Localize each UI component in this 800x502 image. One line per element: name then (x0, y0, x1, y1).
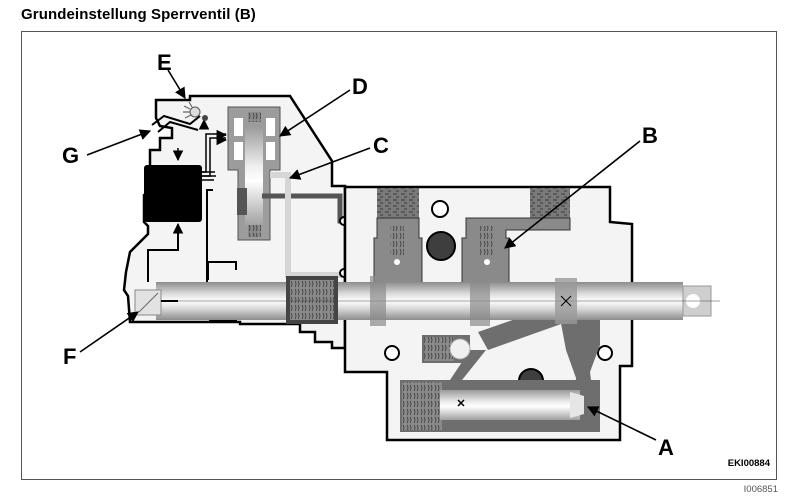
label-g: G (62, 143, 79, 168)
leader-c (288, 147, 371, 180)
leader-lines (79, 69, 657, 441)
threaded-port-2 (530, 188, 570, 218)
spring-upper (424, 337, 454, 361)
image-id: I006851 (743, 484, 778, 495)
check-valves (373, 217, 571, 287)
element-f (134, 289, 178, 316)
mount-hole (597, 345, 613, 361)
spool-a (400, 380, 600, 432)
diagram-title: Grundeinstellung Sperrventil (B) (21, 6, 256, 23)
breather-vent (151, 114, 201, 133)
ball (449, 338, 471, 360)
leader-d (279, 89, 351, 137)
label-e: E (157, 50, 172, 75)
label-a: A (658, 435, 674, 460)
leader-f (79, 311, 139, 353)
mount-hole (384, 345, 400, 361)
label-f: F (63, 344, 76, 369)
figure-code: EKI00884 (727, 458, 770, 469)
sensor-e (183, 101, 208, 121)
plug-dark (426, 231, 456, 261)
valve-cartridge-d (227, 106, 349, 241)
label-b: B (642, 123, 658, 148)
label-d: D (352, 74, 368, 99)
leader-b (504, 140, 641, 249)
solenoid-coil (144, 165, 202, 222)
main-shaft (150, 276, 720, 326)
threaded-port-1 (377, 188, 419, 218)
flow-arrows-coil (172, 118, 228, 234)
mount-hole (431, 200, 449, 218)
leader-e (167, 69, 186, 99)
label-c: C (373, 133, 389, 158)
leader-a (586, 406, 657, 441)
leader-g (86, 129, 152, 156)
channel-c (270, 172, 345, 278)
